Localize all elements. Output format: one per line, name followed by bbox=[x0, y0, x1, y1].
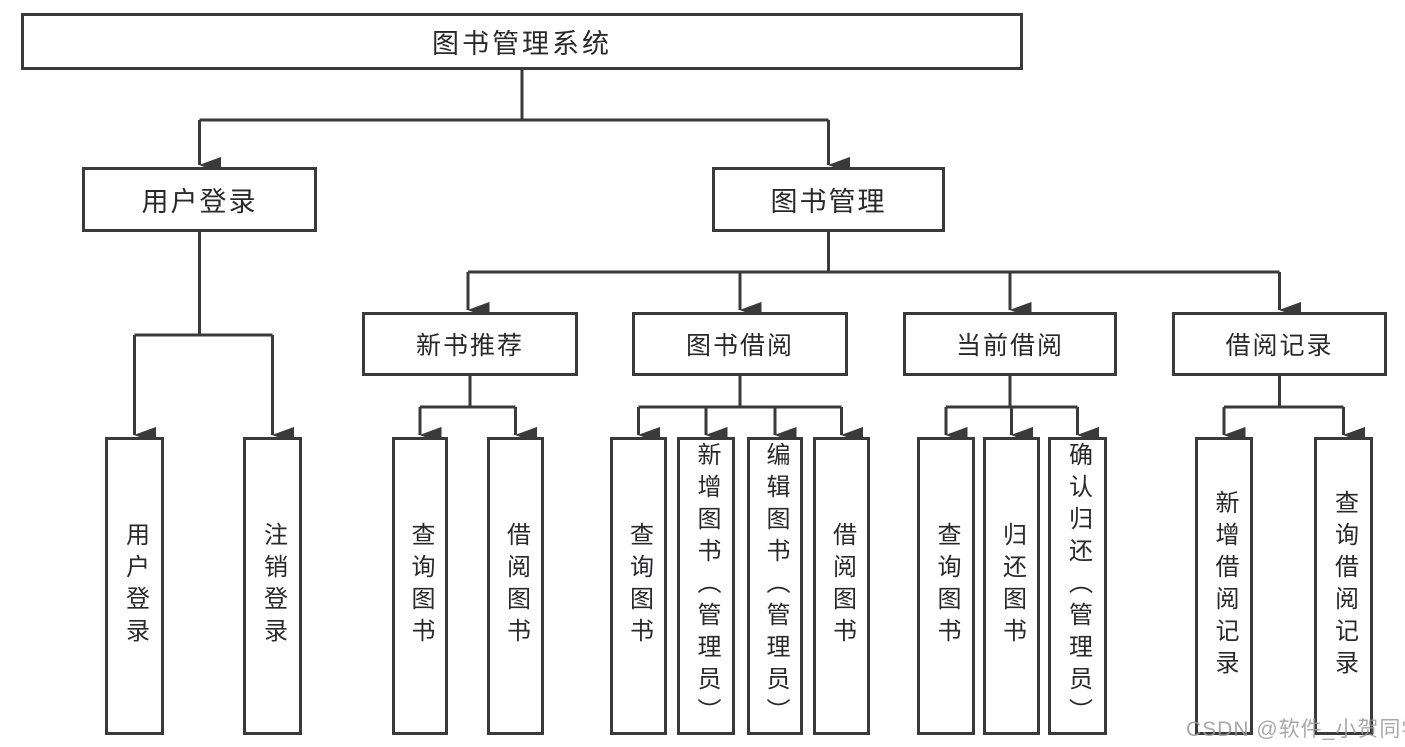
leaf-query-borrow-record-label: 查询借阅记录 bbox=[1330, 490, 1358, 682]
edge-current-bus bbox=[946, 376, 1078, 409]
leaf-confirm-return-admin: 确认归还（管理员） bbox=[1048, 437, 1107, 735]
leaf-return-books: 归还图书 bbox=[983, 437, 1040, 735]
node-root-label: 图书管理系统 bbox=[432, 29, 612, 59]
node-root: 图书管理系统 bbox=[21, 13, 1023, 70]
node-user-login-label: 用户登录 bbox=[141, 187, 258, 217]
leaf-query-books-current: 查询图书 bbox=[917, 437, 975, 735]
edge-newbook-bus bbox=[420, 376, 516, 409]
leaf-add-books-admin: 新增图书（管理员） bbox=[677, 437, 735, 735]
leaf-add-borrow-record-label: 新增借阅记录 bbox=[1211, 490, 1238, 682]
leaf-user-login-label: 用户登录 bbox=[121, 522, 149, 650]
leaf-logout: 注销登录 bbox=[243, 437, 302, 735]
node-current-borrow-label: 当前借阅 bbox=[955, 332, 1064, 360]
edge-user-bus bbox=[134, 232, 273, 337]
leaf-query-books-borrow: 查询图书 bbox=[610, 437, 667, 735]
leaf-query-borrow-record: 查询借阅记录 bbox=[1314, 437, 1373, 735]
node-user-login: 用户登录 bbox=[82, 167, 317, 232]
leaf-return-books-label: 归还图书 bbox=[998, 522, 1026, 650]
edge-borrow-bus bbox=[638, 376, 842, 409]
leaf-query-books-borrow-label: 查询图书 bbox=[625, 522, 653, 650]
node-book-management-label: 图书管理 bbox=[770, 187, 887, 217]
edge-root-bus bbox=[199, 70, 829, 122]
leaf-user-login: 用户登录 bbox=[105, 437, 164, 735]
leaf-add-borrow-record: 新增借阅记录 bbox=[1195, 437, 1253, 735]
leaf-query-books-current-label: 查询图书 bbox=[933, 522, 960, 650]
leaf-query-books-recommend: 查询图书 bbox=[392, 437, 448, 735]
node-current-borrow: 当前借阅 bbox=[903, 312, 1117, 376]
edge-record-bus bbox=[1224, 376, 1344, 409]
leaf-logout-label: 注销登录 bbox=[259, 522, 287, 650]
leaf-confirm-return-admin-label: 确认归还（管理员） bbox=[1064, 442, 1092, 730]
leaf-borrow-books-recommend: 借阅图书 bbox=[487, 437, 544, 735]
leaf-borrow-books-label: 借阅图书 bbox=[828, 522, 856, 650]
leaf-query-books-recommend-label: 查询图书 bbox=[407, 522, 434, 650]
leaf-borrow-books: 借阅图书 bbox=[813, 437, 870, 735]
node-new-book-recommend: 新书推荐 bbox=[362, 312, 578, 376]
node-book-borrow-label: 图书借阅 bbox=[685, 332, 794, 360]
node-borrow-record: 借阅记录 bbox=[1172, 312, 1387, 376]
leaf-borrow-books-recommend-label: 借阅图书 bbox=[502, 522, 530, 650]
edge-mgmt-bus bbox=[468, 232, 1280, 274]
leaf-add-books-admin-label: 新增图书（管理员） bbox=[693, 442, 720, 730]
node-borrow-record-label: 借阅记录 bbox=[1225, 332, 1334, 360]
node-book-borrow: 图书借阅 bbox=[632, 312, 848, 376]
node-new-book-recommend-label: 新书推荐 bbox=[415, 332, 524, 360]
node-book-management: 图书管理 bbox=[712, 167, 945, 232]
leaf-edit-books-admin-label: 编辑图书（管理员） bbox=[762, 442, 789, 730]
leaf-edit-books-admin: 编辑图书（管理员） bbox=[747, 437, 803, 735]
csdn-watermark: CSDN @软件_小贺同学 bbox=[1186, 718, 1405, 741]
